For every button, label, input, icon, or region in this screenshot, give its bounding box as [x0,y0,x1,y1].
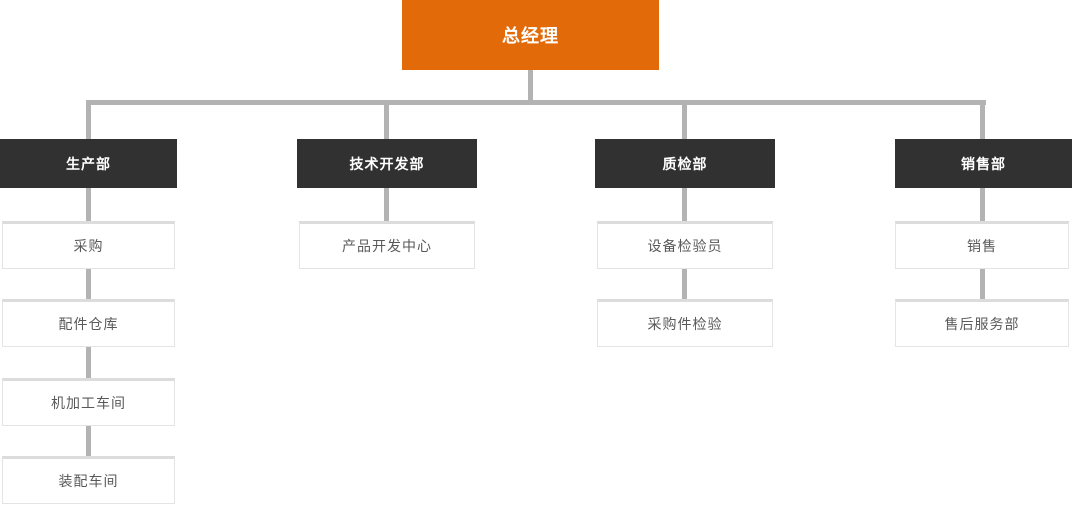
org-node-dept-label: 销售部 [961,156,1006,173]
org-node-leaf-label: 售后服务部 [944,317,1020,333]
org-node-leaf-label: 装配车间 [58,474,119,490]
org-node-product-dev-center: 产品开发中心 [299,221,475,269]
org-node-after-sales-service: 售后服务部 [895,299,1069,347]
org-node-dept-label: 技术开发部 [349,156,425,173]
org-node-dept-quality: 质检部 [595,139,775,188]
org-node-parts-warehouse: 配件仓库 [2,299,175,347]
org-node-dept-sales: 销售部 [895,139,1072,188]
org-node-leaf-label: 销售 [967,239,997,255]
org-node-dept-production: 生产部 [0,139,177,188]
org-node-leaf-label: 采购 [73,239,104,255]
connector-drop-dept-1 [86,100,91,139]
connector-column-2 [384,188,389,225]
org-node-leaf-label: 配件仓库 [58,317,119,333]
org-node-assembly-workshop: 装配车间 [2,456,175,504]
connector-drop-dept-2 [384,100,389,139]
connector-horizontal [86,100,986,105]
connector-drop-dept-3 [682,100,687,139]
org-node-machining-workshop: 机加工车间 [2,378,175,426]
org-node-root: 总经理 [402,0,659,70]
org-node-equipment-inspector: 设备检验员 [597,221,773,269]
org-node-dept-tech-dev: 技术开发部 [297,139,477,188]
org-node-dept-label: 生产部 [66,156,111,173]
org-node-dept-label: 质检部 [662,156,708,173]
org-node-sales: 销售 [895,221,1069,269]
org-node-root-label: 总经理 [502,26,559,47]
org-node-leaf-label: 设备检验员 [647,239,723,255]
org-node-purchasing: 采购 [2,221,175,269]
org-node-leaf-label: 机加工车间 [51,396,126,412]
org-node-leaf-label: 采购件检验 [647,317,723,333]
connector-root-trunk [528,70,533,105]
connector-drop-dept-4 [980,100,985,139]
org-node-leaf-label: 产品开发中心 [342,239,432,255]
org-node-purchased-parts-inspection: 采购件检验 [597,299,773,347]
